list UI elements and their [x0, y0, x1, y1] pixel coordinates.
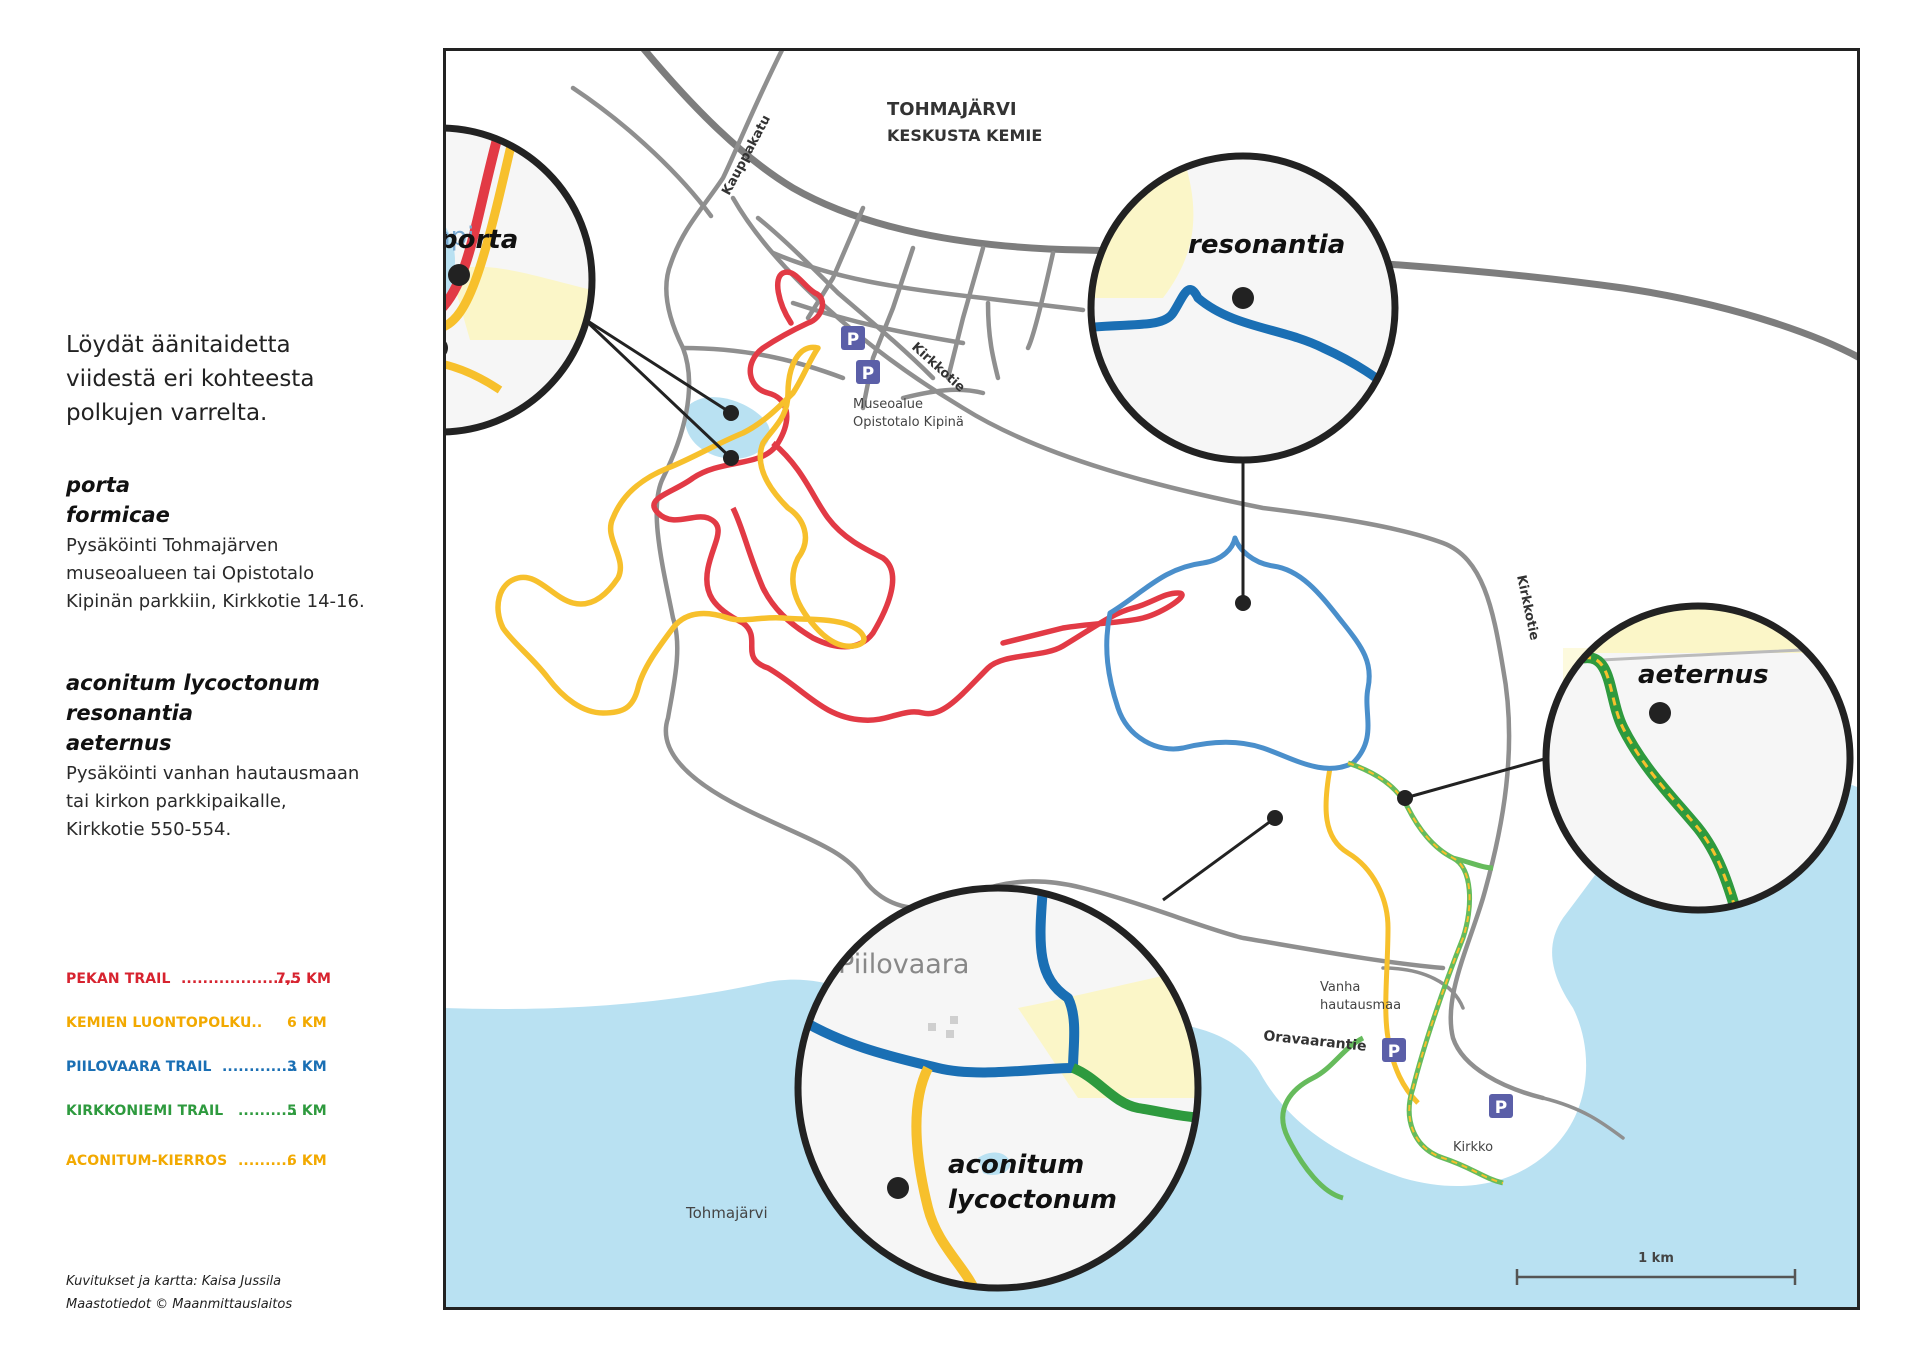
callout-label-aconitum-1: aconitum: [948, 1150, 1084, 1180]
town-name-label: TOHMAJÄRVI: [887, 98, 1017, 120]
callout-label-piilovaara: Piilovaara: [838, 949, 969, 980]
map-canvas: 9: [443, 48, 1860, 1310]
scale-label: 1 km: [1638, 1251, 1674, 1266]
marker-aconitum: [887, 1177, 909, 1199]
lake-bay: [1683, 1158, 1860, 1310]
legend-item-piilovaara: PIILOVAARA TRAIL .............. 3 KM: [66, 1058, 366, 1102]
artwork-markers: [723, 405, 1413, 826]
legend-length: 3 KM: [287, 1059, 327, 1075]
pond-water: [684, 397, 771, 459]
legend-length: 6 KM: [287, 1015, 327, 1031]
church-label: Kirkko: [1453, 1140, 1493, 1155]
callout-label-resonantia: resonantia: [1188, 230, 1345, 260]
artwork-group-church: aconitum lycoctonum resonantia aeternus …: [66, 668, 426, 844]
legend-item-pekan: PEKAN TRAIL ...................... 7,5 K…: [66, 970, 366, 1014]
parking-icon-2: [856, 360, 880, 384]
cemetery-label-1: Vanha: [1320, 980, 1360, 995]
callout-leaders: [581, 316, 1549, 902]
trail-kirkkoniemi: [1280, 760, 1504, 1201]
callout-aconitum: Piilovaara aconitum lycoctonum: [794, 884, 1202, 1292]
legend-name: KIRKKONIEMI TRAIL: [66, 1103, 224, 1119]
trail-kemien: [495, 344, 867, 716]
parking-info-museum: Pysäköinti Tohmajärven museoalueen tai O…: [66, 535, 365, 612]
callout-label-aeternus: aeternus: [1638, 660, 1769, 690]
legend-leader: ..............: [222, 1059, 298, 1075]
svg-text:P: P: [847, 330, 859, 350]
map-credits: Kuvitukset ja kartta: Kaisa Jussila Maas…: [66, 1270, 292, 1316]
callout-aeternus: aeternus: [1542, 602, 1854, 914]
artwork-title-formicae: formicae: [66, 503, 170, 527]
scale-bar: [1515, 1269, 1797, 1285]
trail-pekan-inner: [730, 440, 896, 650]
parking-icon-3: [1382, 1038, 1406, 1062]
credits-terrain: Maastotiedot © Maanmittauslaitos: [66, 1297, 293, 1312]
legend-name: KEMIEN LUONTOPOLKU: [66, 1015, 252, 1031]
legend-leader: ...........: [238, 1103, 298, 1119]
legend-item-aconitum: ACONITUM-KIERROS .......... 6 KM: [66, 1152, 366, 1196]
callout-label-porta: porta: [443, 225, 518, 255]
legend-name: PIILOVAARA TRAIL: [66, 1059, 212, 1075]
parking-info-church: Pysäköinti vanhan hautausmaan tai kirkon…: [66, 763, 360, 840]
town-center-label: KESKUSTA KEMIE: [887, 126, 1042, 145]
cemetery-label-2: hautausmaa: [1320, 998, 1401, 1013]
artwork-title-aconitum: aconitum lycoctonum: [66, 671, 320, 695]
museum-label-2: Opistotalo Kipinä: [853, 415, 964, 430]
parking-icon-4: [1489, 1094, 1513, 1118]
legend-item-kemien: KEMIEN LUONTOPOLKU ... 6 KM: [66, 1014, 366, 1058]
svg-text:P: P: [862, 364, 874, 384]
marker-resonantia: [1232, 287, 1254, 309]
legend-name: PEKAN TRAIL: [66, 971, 171, 987]
road-network: [570, 48, 1860, 1140]
trail-kirkkoniemi-dash: [1347, 762, 1504, 1184]
trail-legend: PEKAN TRAIL ...................... 7,5 K…: [66, 970, 366, 1196]
svg-text:P: P: [1495, 1098, 1507, 1118]
street-label-kirkkotie-1: Kirkkotie: [908, 340, 967, 396]
marker-aeternus: [1649, 702, 1671, 724]
artwork-title-resonantia: resonantia: [66, 701, 194, 725]
callout-porta-formicae: Mokinlampi porta formicae: [443, 124, 596, 436]
legend-item-kirkkoniemi: KIRKKONIEMI TRAIL ........... 5 KM: [66, 1102, 366, 1146]
callout-label-formicae: formicae: [443, 337, 444, 367]
marker-porta: [448, 264, 470, 286]
intro-text: Löydät äänitaidetta viidestä eri kohtees…: [66, 332, 315, 426]
trail-piilovaara: [1104, 535, 1372, 771]
legend-leader: ......................: [181, 971, 301, 987]
parking-icons: P P P P: [841, 326, 1513, 1118]
legend-name: ACONITUM-KIERROS: [66, 1153, 228, 1169]
legend-length: 7,5 KM: [276, 971, 332, 987]
legend-length: 5 KM: [287, 1103, 327, 1119]
legend-leader: ...: [246, 1015, 263, 1031]
artwork-group-museum: porta formicae Pysäköinti Tohmajärven mu…: [66, 470, 426, 616]
museum-label-1: Museoalue: [853, 397, 923, 412]
street-label-oravaarantie: Oravaarantie: [1263, 1028, 1368, 1055]
lake-label: Tohmajärvi: [685, 1204, 768, 1222]
credits-illustration: Kuvitukset ja kartta: Kaisa Jussila: [66, 1274, 282, 1289]
legend-leader: ..........: [238, 1153, 293, 1169]
legend-length: 6 KM: [287, 1153, 327, 1169]
street-label-kirkkotie-2: Kirkkotie: [1513, 574, 1541, 642]
callout-label-aconitum-2: lycoctonum: [948, 1185, 1117, 1215]
callout-resonantia: resonantia: [1087, 152, 1399, 464]
map-legend-panel: Löydät äänitaidetta viidestä eri kohtees…: [66, 0, 426, 1357]
trail-map: 9: [443, 48, 1860, 1310]
parking-icon-1: [841, 326, 865, 350]
callout-label-mokinlampi: Mokinlampi: [443, 222, 474, 252]
artwork-title-aeternus: aeternus: [66, 731, 172, 755]
artwork-title-porta: porta: [66, 473, 131, 497]
svg-text:P: P: [1388, 1042, 1400, 1062]
